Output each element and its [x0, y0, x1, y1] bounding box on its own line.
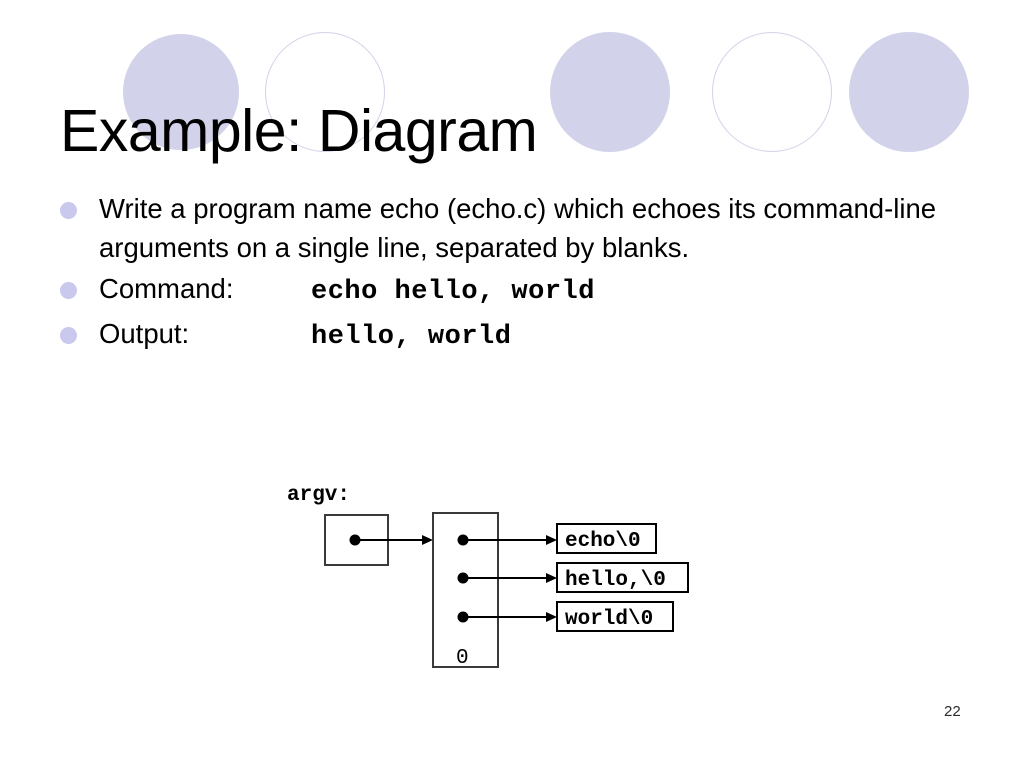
bullet-item-output: Output: hello, world — [60, 314, 960, 357]
bullet-dot-icon — [60, 327, 77, 344]
slide-page-number: 22 — [944, 703, 961, 720]
arrowhead-array1 — [546, 573, 557, 583]
string-box-hello — [556, 562, 689, 593]
argv-label: argv: — [287, 484, 350, 507]
arrowhead-argv-to-array — [422, 535, 433, 545]
output-code: hello, world — [311, 322, 512, 352]
bullet-list: Write a program name echo (echo.c) which… — [60, 189, 960, 359]
bullet-dot-icon — [60, 282, 77, 299]
decorative-circle-3 — [550, 32, 670, 152]
arrowhead-array0 — [546, 535, 557, 545]
bullet-text-description: Write a program name echo (echo.c) which… — [99, 193, 937, 263]
argv-diagram: argv: 0 echo\0 — [270, 468, 730, 683]
bullet-dot-icon — [60, 202, 77, 219]
bullet-item-command: Command: echo hello, world — [60, 269, 960, 312]
string-box-echo — [556, 523, 657, 554]
argv-null-terminator: 0 — [456, 647, 469, 670]
string-box-world — [556, 601, 674, 632]
string-text-hello: hello,\0 — [565, 569, 666, 592]
decorative-circle-5 — [849, 32, 969, 152]
slide-title: Example: Diagram — [60, 97, 538, 164]
bullet-item-description: Write a program name echo (echo.c) which… — [60, 189, 960, 267]
string-text-world: world\0 — [565, 608, 653, 631]
command-label: Command: — [99, 273, 234, 304]
arrowhead-array2 — [546, 612, 557, 622]
argv-array-box — [432, 512, 499, 668]
string-text-echo: echo\0 — [565, 530, 641, 553]
command-code: echo hello, world — [311, 277, 595, 307]
decorative-circle-4 — [712, 32, 832, 152]
output-label: Output: — [99, 318, 190, 349]
